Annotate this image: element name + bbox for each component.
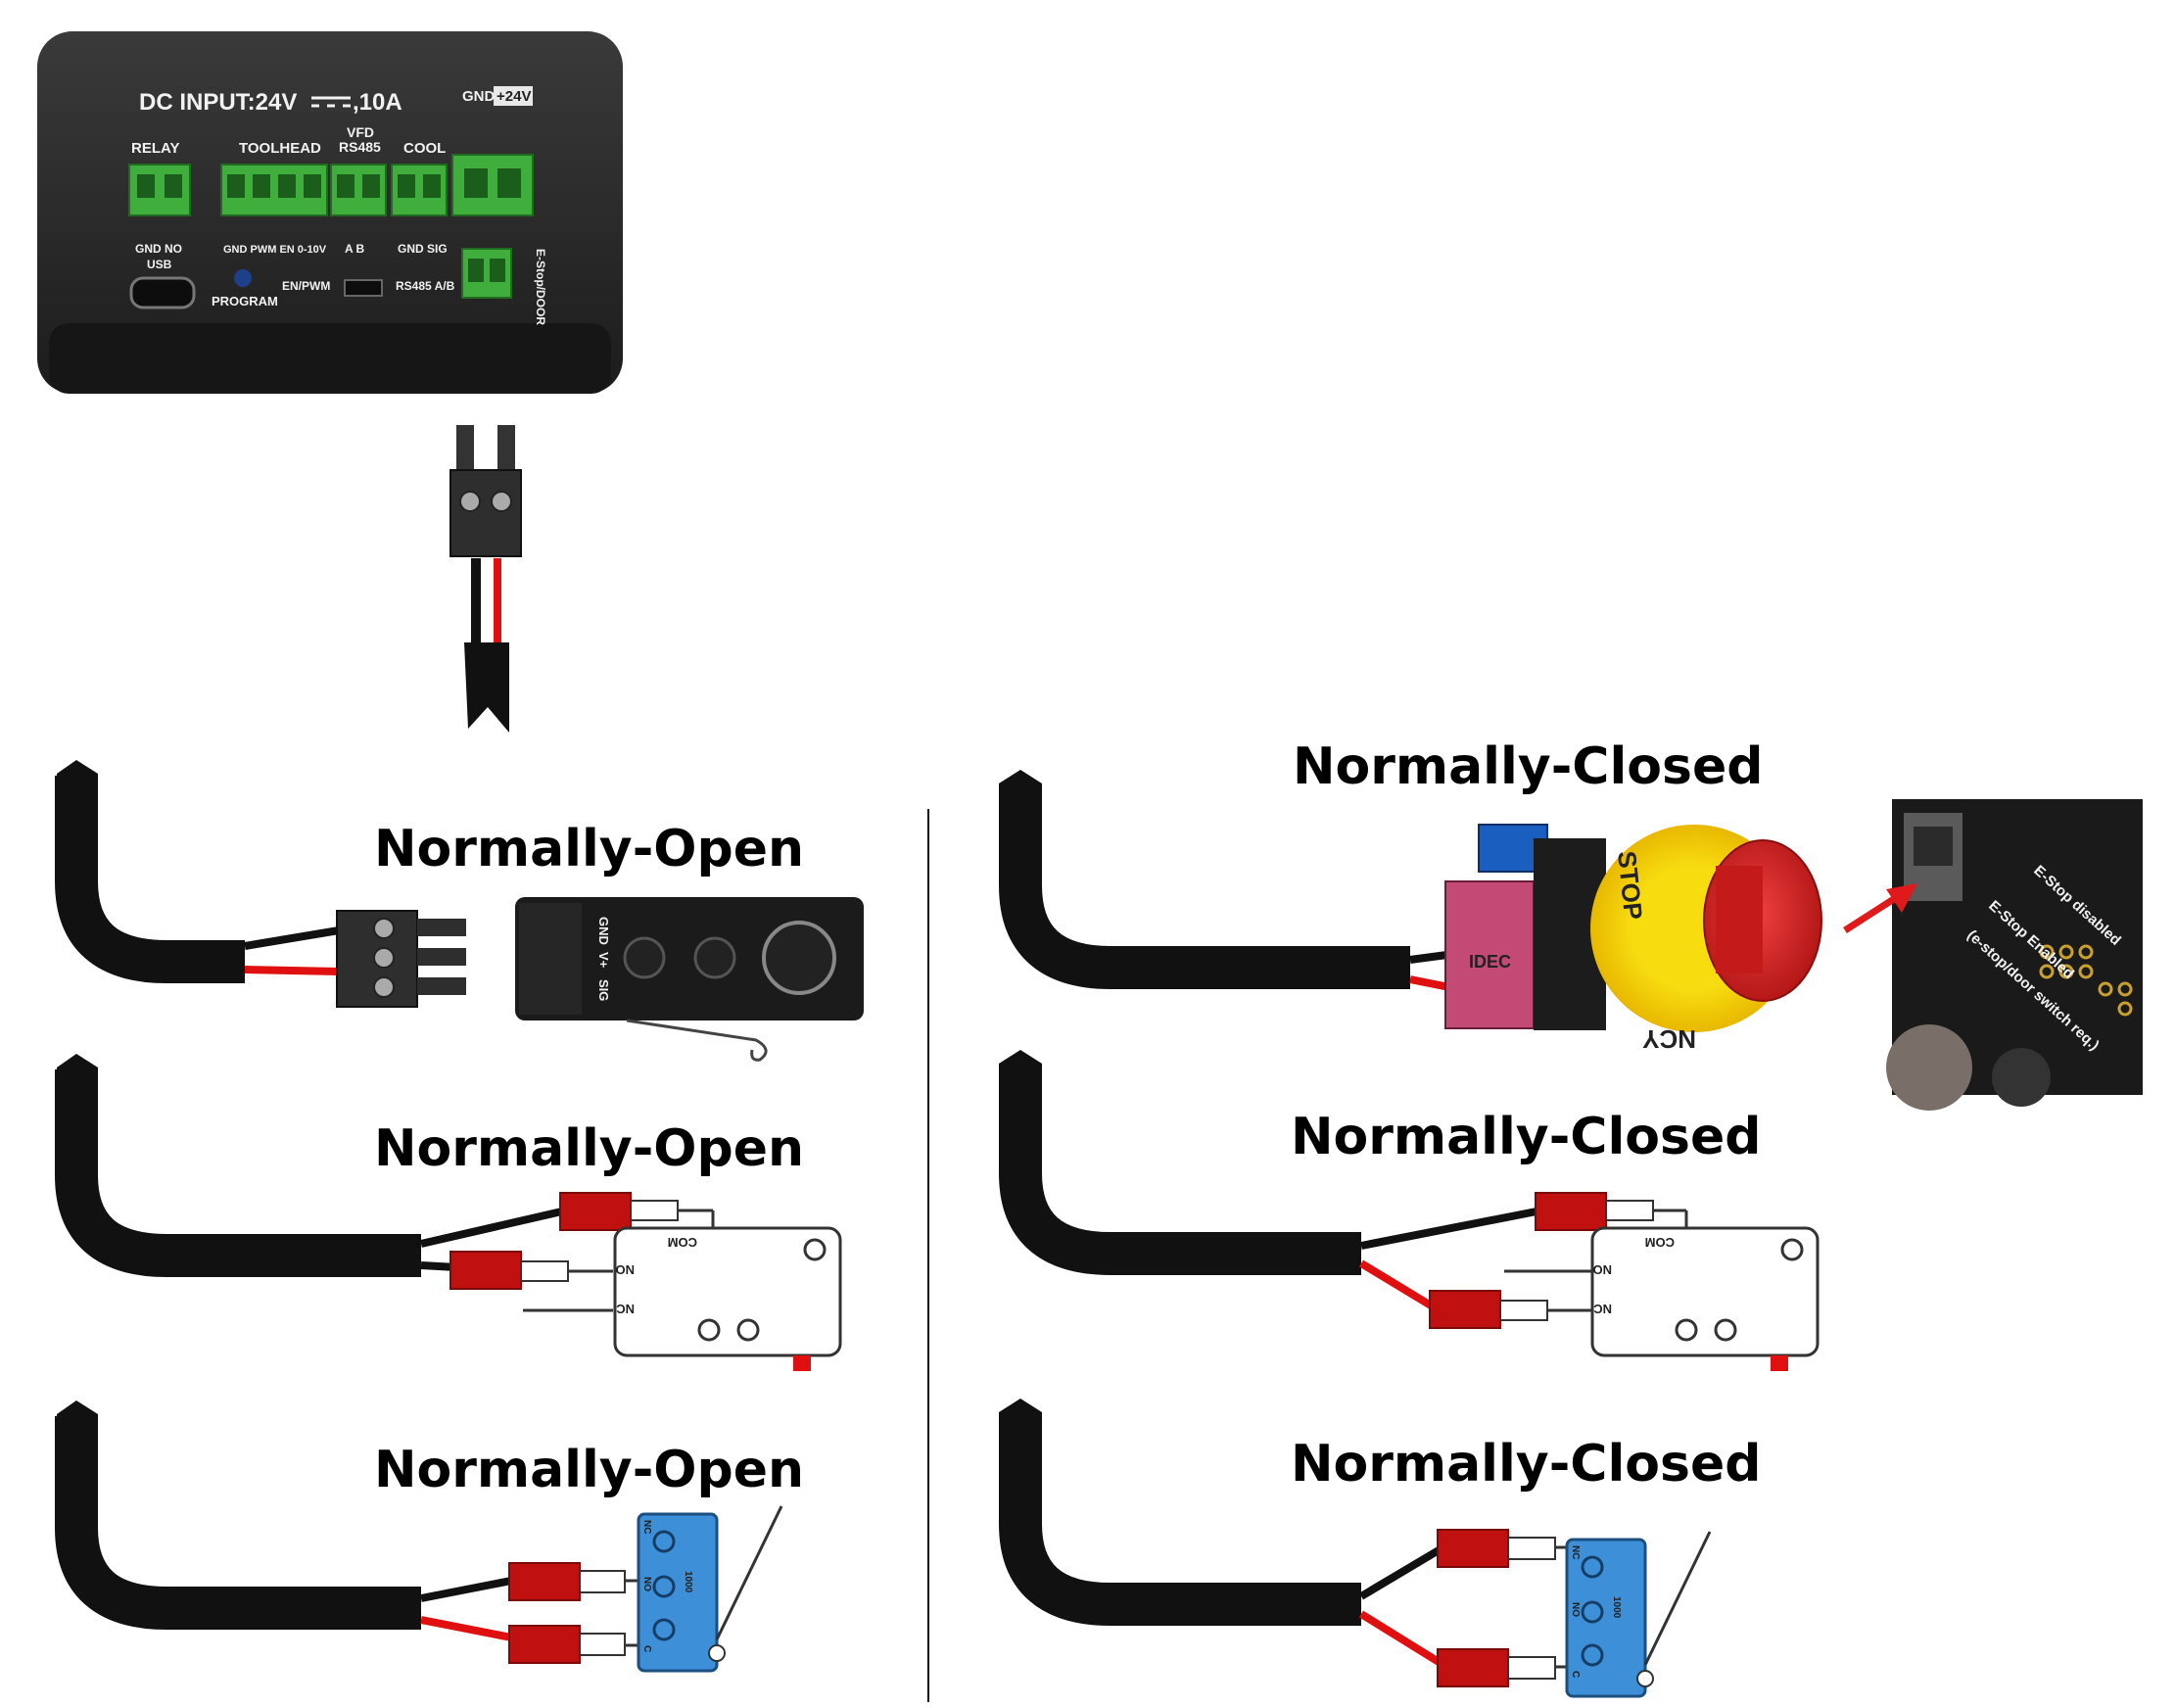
estop-plug-connector xyxy=(450,425,521,733)
spade-connector xyxy=(1438,1649,1508,1686)
left-row-2: COM NO NC xyxy=(57,1054,840,1371)
estop-brand: IDEC xyxy=(1469,952,1511,972)
relay-terminal xyxy=(129,165,190,215)
screw-icon xyxy=(460,492,480,511)
terminal-no: NO xyxy=(641,1577,652,1591)
terminal-no: NO xyxy=(1570,1602,1581,1617)
controller-device: DC INPUT:24V ,10A GND +24V RELAY TOOLHEA… xyxy=(37,31,623,394)
rs485-label: RS485 xyxy=(339,139,381,155)
power-rating: ,10A xyxy=(353,89,402,116)
power-terminal xyxy=(452,155,533,215)
controller-base xyxy=(49,323,611,394)
program-label: PROGRAM xyxy=(212,294,278,308)
relay-pins: GND NO xyxy=(135,242,182,256)
right-row-2: COM NO NC xyxy=(999,1050,1818,1371)
spade-connector xyxy=(560,1193,631,1230)
terminal-nc: NC xyxy=(1570,1545,1581,1559)
toolhead-label: TOOLHEAD xyxy=(239,140,321,157)
sensor-pin-v: V+ xyxy=(596,952,611,969)
spade-connector xyxy=(1438,1530,1508,1567)
toolhead-terminal xyxy=(221,165,327,215)
spade-connector xyxy=(1430,1291,1500,1328)
left-row-1: GND V+ SIG xyxy=(57,760,864,1060)
cable xyxy=(1020,787,1410,968)
sensor-lens-icon xyxy=(764,923,834,993)
cool-pins: GND SIG xyxy=(398,242,448,256)
power-label: DC INPUT:24V xyxy=(139,89,297,116)
screw-icon xyxy=(374,919,394,938)
right-row-1: IDEC STOP NCY xyxy=(999,770,1821,1054)
rs485-pins: A B xyxy=(345,242,365,256)
right-heading-3: Normally-Closed xyxy=(1291,1435,1761,1494)
terminal-nc: NC xyxy=(616,1302,635,1316)
right-heading-1: Normally-Closed xyxy=(1293,737,1763,796)
left-heading-1: Normally-Open xyxy=(374,820,804,878)
sensor-pin-sig: SIG xyxy=(596,979,611,1001)
en-pwm-label: EN/PWM xyxy=(282,279,330,293)
spade-connector xyxy=(450,1252,521,1289)
jumper-photo-inset: E-Stop disabled E-Stop Enabled (e-stop/d… xyxy=(1886,799,2143,1111)
right-heading-2: Normally-Closed xyxy=(1291,1108,1761,1166)
estop-text-bottom: NCY xyxy=(1642,1024,1696,1054)
mode-switch[interactable] xyxy=(345,280,382,296)
cable xyxy=(76,1069,421,1256)
terminal-com: COM xyxy=(1645,1235,1675,1250)
rs485ab-label: RS485 A/B xyxy=(396,279,455,293)
switch-model: 1000 xyxy=(1611,1596,1622,1619)
screw-icon xyxy=(374,977,394,997)
rs485-terminal xyxy=(331,165,386,215)
cool-terminal xyxy=(392,165,447,215)
left-heading-3: Normally-Open xyxy=(374,1441,804,1499)
terminal-com: COM xyxy=(668,1235,697,1250)
left-heading-2: Normally-Open xyxy=(374,1119,804,1178)
gnd-label: GND xyxy=(462,88,496,105)
spade-connector xyxy=(509,1626,580,1663)
terminal-nc: NC xyxy=(1593,1302,1612,1316)
spade-connector xyxy=(509,1563,580,1600)
cable xyxy=(76,1416,421,1608)
usb-label: USB xyxy=(147,258,172,271)
vfd-label: VFD xyxy=(347,124,374,140)
screw-icon xyxy=(492,492,511,511)
v24-label: +24V xyxy=(496,88,531,105)
terminal-no: NO xyxy=(1593,1262,1613,1277)
relay-label: RELAY xyxy=(131,140,179,157)
screw-icon xyxy=(374,948,394,968)
spade-connector xyxy=(1536,1193,1606,1230)
cool-label: COOL xyxy=(403,140,446,157)
sensor-hole-icon xyxy=(695,938,734,977)
program-button[interactable] xyxy=(234,269,252,287)
cable xyxy=(76,776,245,962)
terminal-c: C xyxy=(641,1645,652,1652)
terminal-nc: NC xyxy=(641,1520,652,1534)
toolhead-pins: GND PWM EN 0-10V xyxy=(223,244,327,256)
switch-model: 1000 xyxy=(683,1571,693,1593)
estop-terminal xyxy=(462,249,511,298)
terminal-c: C xyxy=(1570,1671,1581,1678)
sensor-pin-gnd: GND xyxy=(596,917,611,945)
sensor-hole-icon xyxy=(625,938,664,977)
usb-port-icon xyxy=(131,278,194,308)
terminal-no: NO xyxy=(616,1262,636,1277)
estop-label: E-Stop/DOOR xyxy=(534,249,547,325)
